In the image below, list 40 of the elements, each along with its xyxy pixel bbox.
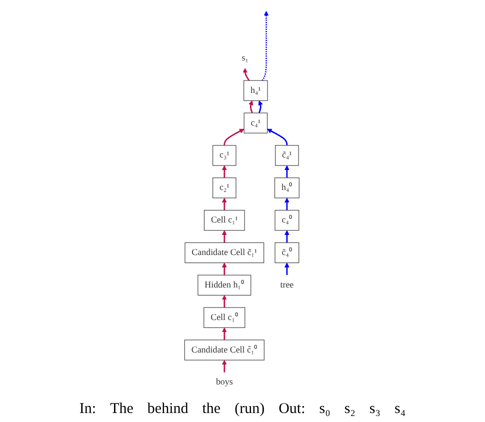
word-label: In: [79, 401, 96, 418]
arrow [222, 327, 227, 340]
arrow [222, 230, 227, 243]
cell-box: c₄⁰ [274, 210, 300, 231]
cell-box: h₄⁰ [274, 178, 300, 198]
arrow [262, 10, 269, 81]
word-label: s₂ [344, 401, 356, 418]
cell-box: c̃₄⁰ [274, 242, 300, 264]
arrow [224, 128, 244, 146]
arrow [248, 100, 254, 114]
word-label: s₀ [319, 401, 330, 418]
word-label: The [110, 401, 134, 418]
arrow [222, 262, 227, 276]
arrow [222, 295, 227, 308]
arrow [284, 230, 290, 243]
arrow [222, 165, 227, 178]
cell-box: h₄¹ [244, 80, 268, 101]
cell-box: Hidden h₁⁰ [198, 274, 252, 296]
arrow [258, 100, 263, 114]
cell-box: Cell c₁¹ [204, 210, 245, 231]
arrow [222, 198, 227, 210]
cell-box: Cell c₁⁰ [204, 307, 246, 328]
cell-box: Candidate Cell c̃₁⁰ [184, 340, 264, 360]
word-label: behind [147, 401, 188, 418]
word-label: s₄ [394, 401, 406, 418]
arrow [267, 128, 288, 146]
word-label: (run) [234, 401, 265, 418]
cell-box: Candidate Cell c̃₁¹ [184, 242, 264, 264]
arrow [284, 165, 290, 178]
word-label: Out: [278, 401, 306, 418]
word-label: s₃ [369, 401, 380, 418]
arrow [284, 198, 290, 210]
cell-box: c₄¹ [244, 112, 268, 134]
arrow [222, 360, 227, 372]
cell-box: c₃¹ [212, 145, 236, 166]
word-label: the [202, 401, 221, 418]
cell-box: c̃₄¹ [275, 145, 299, 166]
cell-box: c₂¹ [212, 178, 236, 198]
arrow [242, 68, 250, 81]
arrow [284, 262, 290, 276]
